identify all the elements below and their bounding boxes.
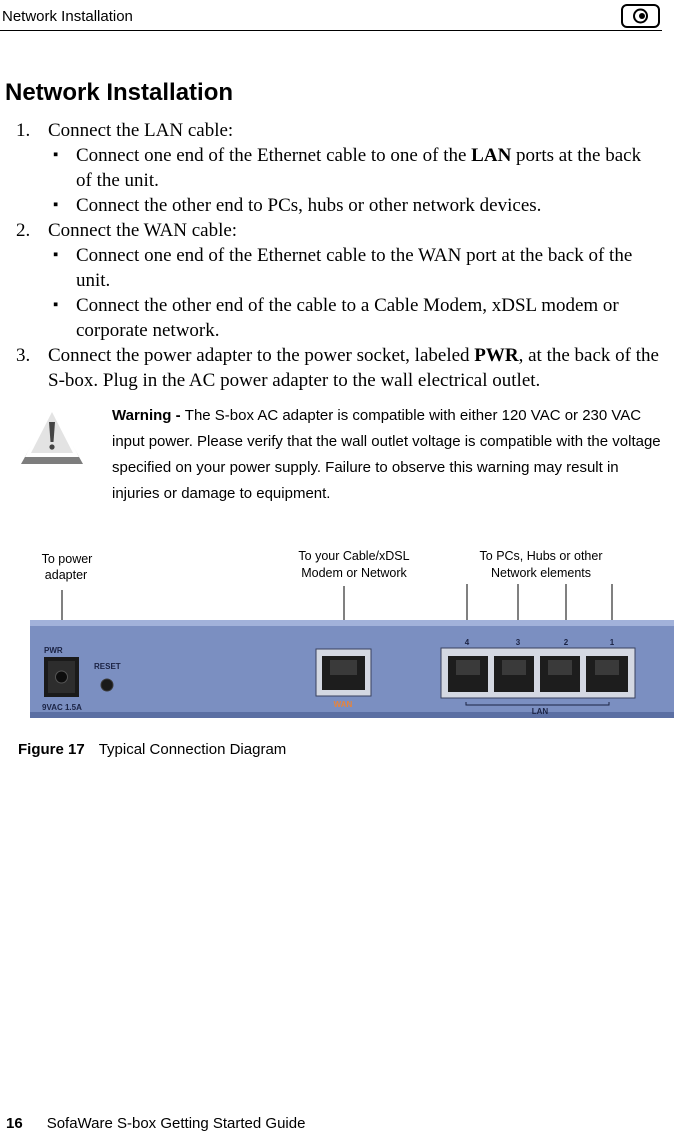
step-number: 1. <box>16 120 31 141</box>
reset-button <box>100 678 114 692</box>
warning-triangle-icon <box>17 402 87 470</box>
lan-panel-label: LAN <box>532 707 549 716</box>
callout-power-line1: To power <box>42 552 93 566</box>
step-2-substeps: Connect one end of the Ethernet cable to… <box>48 243 675 343</box>
step-number: 3. <box>16 345 31 366</box>
figure-label: Figure 17 <box>18 741 85 758</box>
figure-caption: Figure 17 Typical Connection Diagram <box>18 741 286 758</box>
warning-text: The S-box AC adapter is compatible with … <box>112 407 661 502</box>
reset-label: RESET <box>94 662 121 671</box>
step-1-substeps: Connect one end of the Ethernet cable to… <box>48 143 675 218</box>
page-title: Network Installation <box>5 79 234 106</box>
installation-steps: 1. Connect the LAN cable: Connect one en… <box>0 118 675 393</box>
header-title: Network Installation <box>2 8 133 25</box>
warning-note: Warning - The S-box AC adapter is compat… <box>112 403 667 507</box>
callout-wan-line2: Modem or Network <box>301 566 407 580</box>
lan-bold-label: LAN <box>471 145 512 166</box>
rating-label: 9VAC 1.5A <box>42 703 82 712</box>
step-text: Connect the LAN cable: <box>48 120 234 141</box>
page-number: 16 <box>6 1115 23 1132</box>
port-number-3: 3 <box>516 638 521 647</box>
connection-diagram: To power adapter To your Cable/xDSL Mode… <box>0 540 675 730</box>
substep: Connect one end of the Ethernet cable to… <box>48 243 675 293</box>
pwr-panel-label: PWR <box>44 646 63 655</box>
substep: Connect one end of the Ethernet cable to… <box>48 143 675 193</box>
port-number-1: 1 <box>610 638 615 647</box>
step-text: Connect the power adapter to the power s… <box>48 345 659 391</box>
page-footer: 16 SofaWare S-box Getting Started Guide <box>6 1115 305 1132</box>
wan-panel-label: WAN <box>334 700 353 709</box>
callout-lan-line1: To PCs, Hubs or other <box>480 549 603 563</box>
callout-wan-line1: To your Cable/xDSL <box>298 549 409 563</box>
port-number-2: 2 <box>564 638 569 647</box>
substep: Connect the other end to PCs, hubs or ot… <box>48 193 675 218</box>
port-number-4: 4 <box>465 638 470 647</box>
warning-label: Warning - <box>112 407 185 424</box>
sofaware-logo-icon <box>621 4 660 28</box>
step-number: 2. <box>16 220 31 241</box>
footer-title: SofaWare S-box Getting Started Guide <box>46 1115 306 1132</box>
step-3: 3. Connect the power adapter to the powe… <box>0 343 675 393</box>
figure-caption-text: Typical Connection Diagram <box>98 741 287 758</box>
step-text: Connect the WAN cable: <box>48 220 238 241</box>
substep: Connect the other end of the cable to a … <box>48 293 675 343</box>
step-1: 1. Connect the LAN cable: <box>0 118 675 143</box>
running-header: Network Installation <box>0 0 662 31</box>
callout-lan-line2: Network elements <box>491 566 591 580</box>
pwr-bold-label: PWR <box>474 345 519 366</box>
rear-panel: PWR 9VAC 1.5A RESET WAN 4 3 2 <box>30 620 674 718</box>
step-2: 2. Connect the WAN cable: <box>0 218 675 243</box>
callout-power-line2: adapter <box>45 568 87 582</box>
